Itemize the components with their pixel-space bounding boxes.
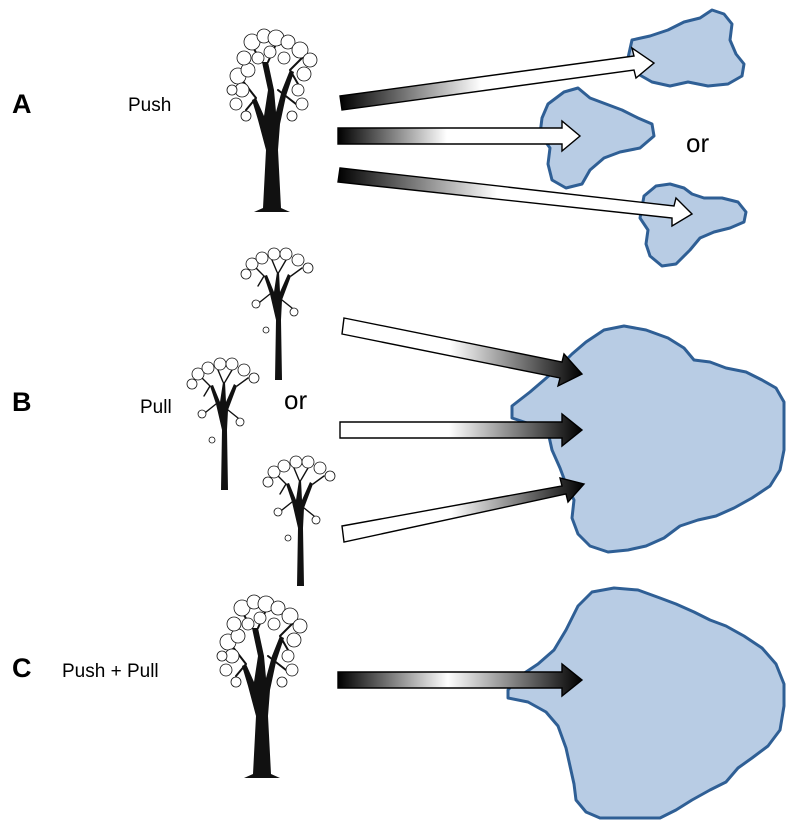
tree-panel-a [227,29,317,212]
panel-c-letter: C [12,653,32,683]
panel-b-or: or [284,385,307,415]
arrow-a-top [340,48,654,110]
trees [187,29,335,778]
panel-a-label: Push [128,95,171,116]
panel-c-label: Push + Pull [62,661,159,682]
arrow-b-top [342,318,582,386]
panel-a-or: or [686,128,709,158]
panel-b-letter: B [12,387,32,417]
tree-panel-b-3 [263,456,335,586]
tree-panel-c [217,595,307,778]
tree-panel-b-2 [187,358,259,490]
patch-a-bottom [640,184,746,266]
panel-b-label: Pull [140,397,172,418]
panel-a-letter: A [12,89,32,119]
patch-c [508,588,784,818]
tree-panel-b-1 [241,248,313,380]
patch-a-top [628,10,744,86]
arrow-b-bottom [342,478,584,542]
